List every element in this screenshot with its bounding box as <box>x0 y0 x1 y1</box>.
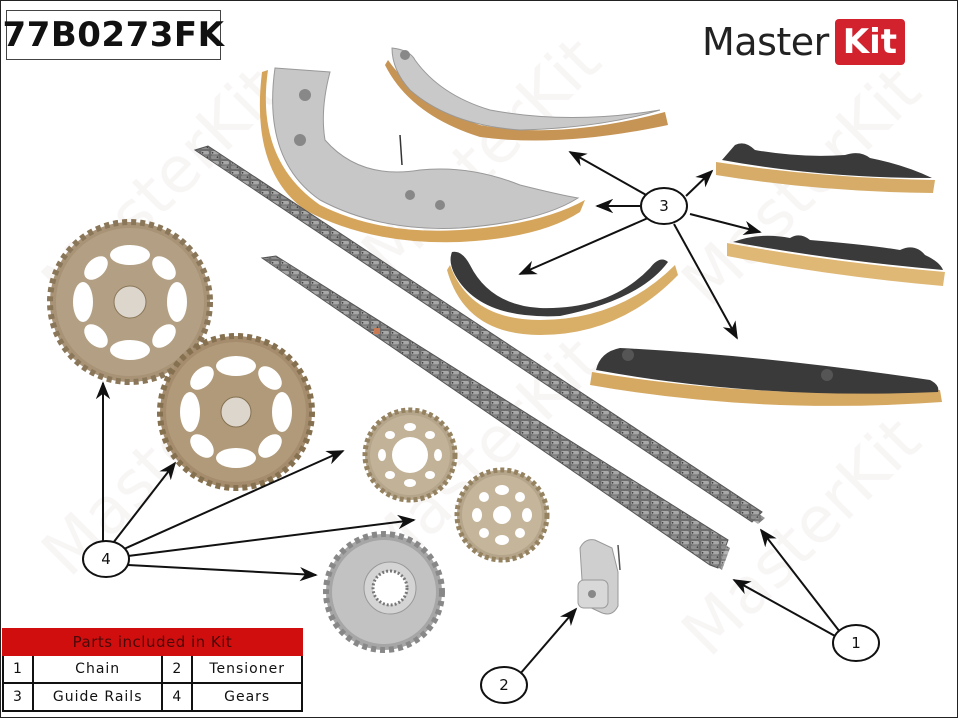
parts-legend-table: Parts included in Kit 1 Chain 2 Tensione… <box>2 628 303 712</box>
gear-medium-1 <box>362 407 458 503</box>
callout-1: 1 <box>832 624 880 662</box>
legend-part-name: Guide Rails <box>31 682 164 712</box>
legend-row: 3 Guide Rails 4 Gears <box>2 682 303 712</box>
guide-rail-middle-curved <box>447 251 678 335</box>
gear-large-1 <box>47 219 213 385</box>
svg-text:4: 4 <box>101 550 111 568</box>
gear-medium-2 <box>454 467 550 563</box>
tensioner <box>577 539 621 615</box>
part-number-label: 77B0273FK <box>3 10 224 60</box>
legend-number: 2 <box>161 654 194 684</box>
timing-chain-long <box>193 145 765 524</box>
svg-text:1: 1 <box>851 634 861 652</box>
guide-rail-upper-curved <box>385 47 668 141</box>
callout-3: 3 <box>640 187 688 225</box>
legend-number: 4 <box>161 682 194 712</box>
brand-logo-master: Master <box>702 20 829 64</box>
guide-rail-bottom-long <box>590 348 942 406</box>
callout-2: 2 <box>480 666 528 704</box>
svg-text:3: 3 <box>659 197 669 215</box>
legend-number: 1 <box>2 654 34 684</box>
brand-logo: Master Kit <box>702 18 906 66</box>
legend-part-name: Gears <box>191 682 303 712</box>
guide-rail-right-2 <box>727 235 945 286</box>
legend-number: 3 <box>2 682 34 712</box>
gear-crank-splined <box>323 531 445 653</box>
guide-rail-large-curved <box>259 67 585 243</box>
brand-logo-kit: Kit <box>834 19 906 65</box>
timing-chain-short <box>260 255 730 570</box>
legend-title: Parts included in Kit <box>2 628 303 656</box>
legend-part-name: Chain <box>31 654 164 684</box>
guide-rail-right-1 <box>716 143 935 193</box>
legend-row: 1 Chain 2 Tensioner <box>2 654 303 684</box>
gear-large-2 <box>157 333 315 491</box>
callout-4: 4 <box>82 540 130 578</box>
svg-text:2: 2 <box>499 676 509 694</box>
callout-arrows <box>95 151 841 675</box>
legend-part-name: Tensioner <box>191 654 303 684</box>
